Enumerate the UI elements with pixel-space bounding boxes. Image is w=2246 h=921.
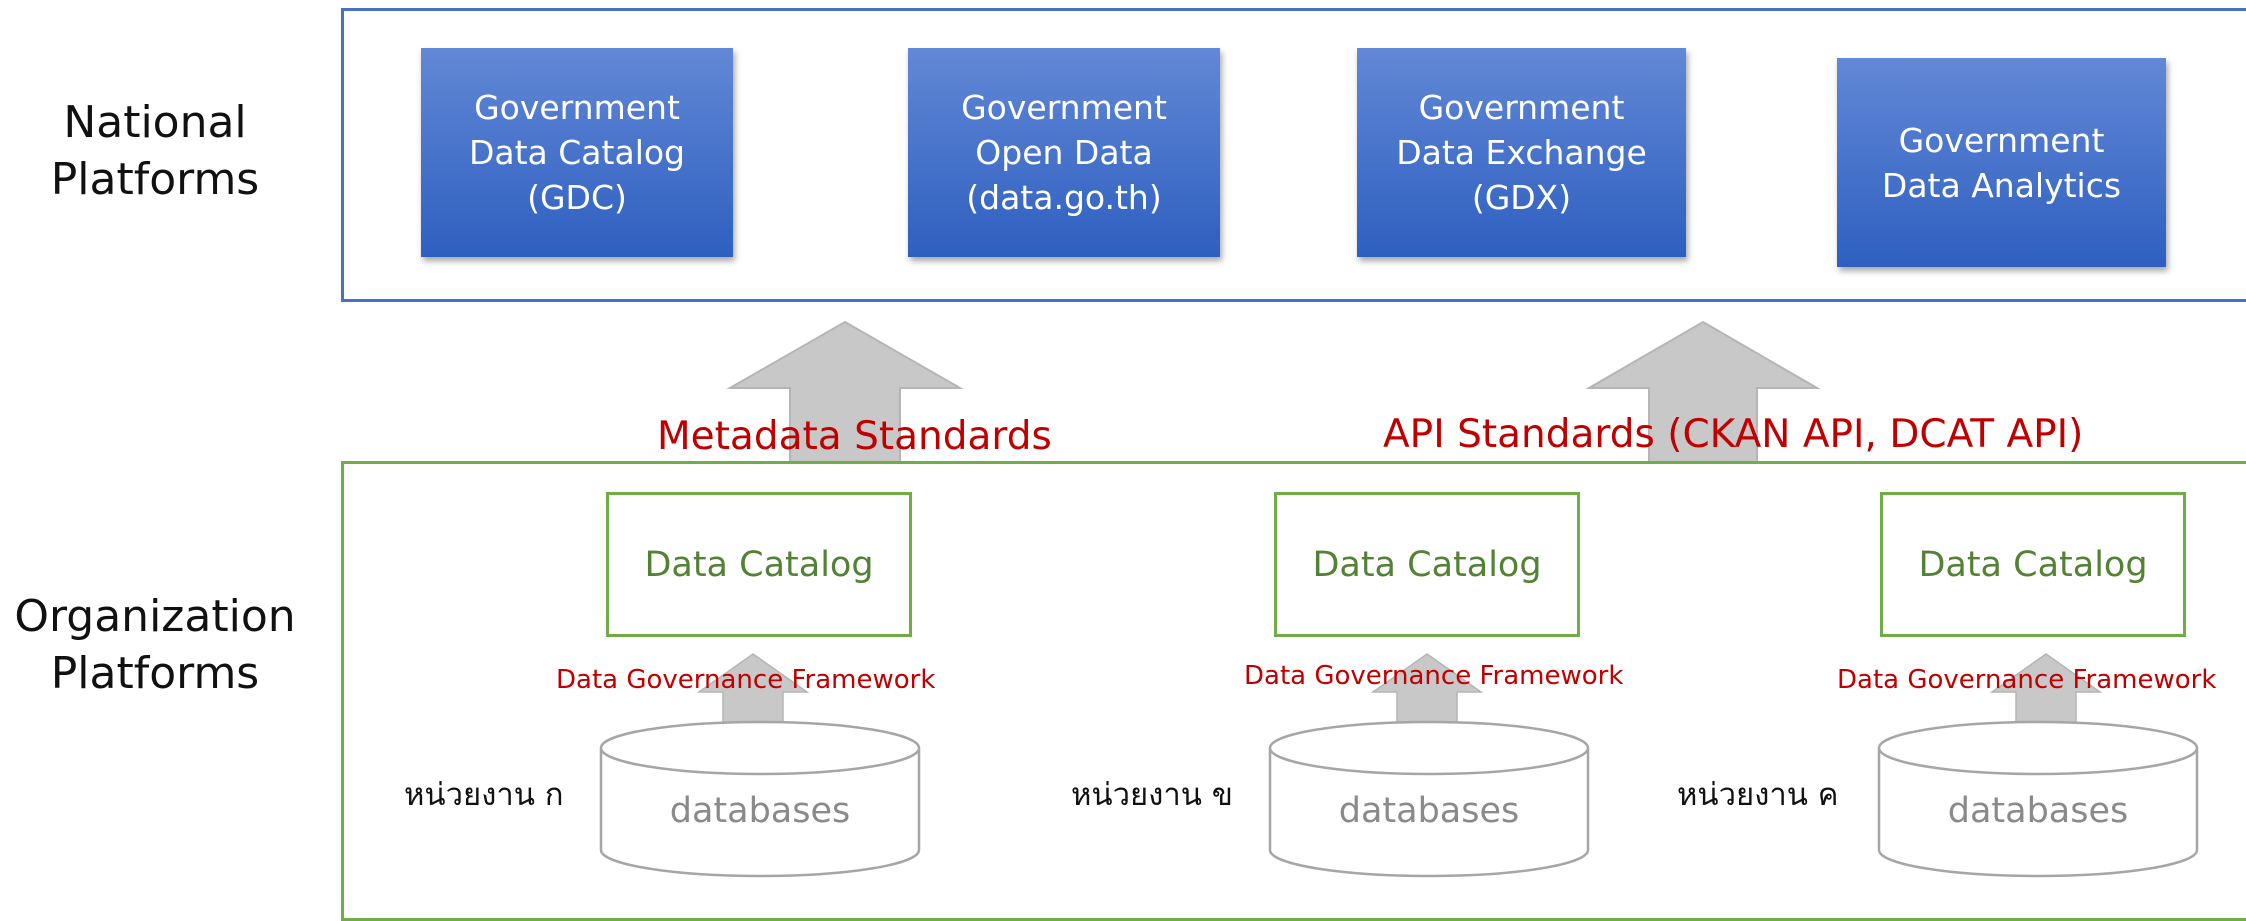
platform-line: Data Analytics (1881, 165, 2122, 205)
government-data-exchange-box: Government Data Exchange (GDX) (1357, 48, 1686, 257)
platform-line: (data.go.th) (966, 178, 1162, 217)
national-platforms-label: National Platforms (0, 94, 310, 208)
database-label: databases (669, 791, 851, 831)
platform-line: Data Catalog (468, 133, 685, 172)
data-catalog-box: Data Catalog (1274, 492, 1580, 637)
database-cylinder-icon (1268, 720, 1590, 878)
data-governance-framework-label: Data Governance Framework (1837, 665, 2217, 695)
database-label: databases (1338, 791, 1520, 831)
national-platforms-panel (341, 8, 2246, 302)
organization-name: หน่วยงาน ค (1677, 777, 1839, 813)
government-data-catalog-box: Government Data Catalog (GDC) (421, 48, 733, 257)
organization-name: หน่วยงาน ข (1071, 777, 1233, 813)
platform-line: Government (1898, 120, 2105, 160)
database-label: databases (1947, 791, 2129, 831)
platform-line: Government (1418, 88, 1625, 127)
organization-name: หน่วยงาน ก (404, 777, 564, 813)
data-governance-framework-label: Data Governance Framework (1244, 661, 1624, 691)
metadata-standards-label: Metadata Standards (657, 414, 1052, 459)
database-cylinder-icon (1877, 720, 2199, 878)
data-governance-framework-label: Data Governance Framework (556, 665, 936, 695)
government-open-data-box: Government Open Data (data.go.th) (908, 48, 1220, 257)
national-label-line-2: Platforms (50, 154, 260, 205)
platform-line: (GDX) (1471, 178, 1572, 217)
organization-label-line-2: Platforms (50, 648, 260, 699)
national-label-line-1: National (63, 97, 247, 148)
platform-line: Data Exchange (1396, 133, 1647, 172)
organization-platforms-label: Organization Platforms (0, 588, 310, 702)
platform-line: Open Data (975, 133, 1153, 172)
platform-line: Government (961, 88, 1167, 127)
data-catalog-box: Data Catalog (606, 492, 912, 637)
platform-line: (GDC) (527, 178, 627, 217)
government-data-analytics-box: Government Data Analytics (1837, 58, 2166, 267)
api-standards-label: API Standards (CKAN API, DCAT API) (1383, 412, 2084, 457)
organization-label-line-1: Organization (14, 591, 296, 642)
data-catalog-box: Data Catalog (1880, 492, 2186, 637)
database-cylinder-icon (599, 720, 921, 878)
platform-line: Government (474, 88, 680, 127)
